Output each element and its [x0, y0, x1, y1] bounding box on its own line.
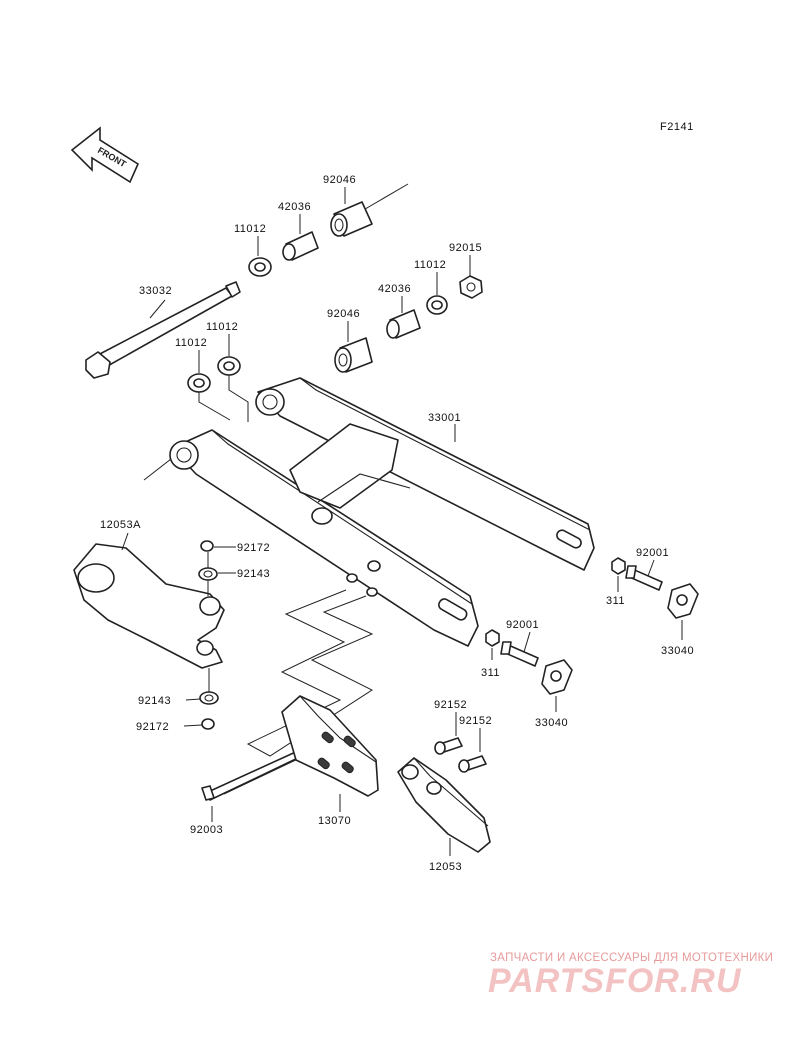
label-92046-top: 92046 [323, 174, 356, 186]
bolt-92001-right [625, 559, 663, 591]
label-311-right: 311 [606, 595, 625, 607]
nut-311-left [485, 629, 500, 660]
label-92015: 92015 [449, 242, 482, 254]
washer-92143-top [198, 567, 236, 581]
label-33040-right: 33040 [661, 645, 694, 657]
label-11012-top: 11012 [234, 223, 266, 235]
chain-guide-slider-12053 [397, 757, 491, 856]
label-12053A: 12053A [100, 519, 141, 531]
label-42036-right: 42036 [378, 283, 411, 295]
bearing-92046-right [334, 337, 373, 373]
label-92143-bottom: 92143 [138, 695, 171, 707]
label-92001-left: 92001 [506, 619, 539, 631]
label-33001: 33001 [428, 412, 461, 424]
plate-33040-left [541, 659, 573, 712]
bolt-92152-right [458, 728, 487, 773]
label-11012-left-upper: 11012 [206, 321, 238, 333]
label-92001-right: 92001 [636, 547, 669, 559]
washer-92143-bottom [185, 691, 219, 705]
label-92046-right: 92046 [327, 308, 360, 320]
collar-11012-left-upper [217, 356, 241, 376]
label-33040-left: 33040 [535, 717, 568, 729]
watermark-logo: PARTSFOR.RU [488, 962, 742, 1000]
screw-92172-top [200, 540, 236, 552]
front-arrow-icon: FRONT [70, 126, 140, 184]
screw-92172-bottom [183, 718, 215, 730]
label-13070: 13070 [318, 815, 351, 827]
label-92172-top: 92172 [237, 542, 270, 554]
nut-311-right [611, 557, 626, 592]
label-311-left: 311 [481, 667, 500, 679]
bolt-92001-left [500, 631, 539, 667]
label-92152-right: 92152 [459, 715, 492, 727]
label-12053: 12053 [429, 861, 462, 873]
label-92172-bottom: 92172 [136, 721, 169, 733]
label-11012-right: 11012 [414, 259, 446, 271]
chain-slipper-12053A [73, 532, 225, 669]
label-33032: 33032 [139, 285, 172, 297]
label-42036-top: 42036 [278, 201, 311, 213]
watermark-tagline: ЗАПЧАСТИ И АКСЕССУАРЫ ДЛЯ МОТОТЕХНИКИ [490, 952, 774, 964]
collar-11012-top [248, 257, 272, 277]
plate-33040-right [667, 583, 699, 640]
bolt-92152-left [434, 712, 463, 755]
chain-guide-13070 [281, 695, 379, 812]
sleeve-42036-top [282, 231, 319, 261]
label-11012-left-lower: 11012 [175, 337, 207, 349]
collar-11012-left-lower [187, 373, 211, 393]
pivot-shaft [85, 281, 241, 379]
figure-code: F2141 [660, 121, 694, 133]
label-92152-left: 92152 [434, 699, 467, 711]
bolt-92003 [201, 749, 303, 822]
bearing-92046-top [330, 201, 373, 237]
guide-line [359, 183, 409, 213]
swingarm [169, 377, 595, 647]
label-92143-top: 92143 [237, 568, 270, 580]
sleeve-42036-right [386, 309, 421, 339]
nut-92015 [459, 275, 483, 299]
label-92003: 92003 [190, 824, 223, 836]
collar-11012-right [426, 295, 448, 315]
